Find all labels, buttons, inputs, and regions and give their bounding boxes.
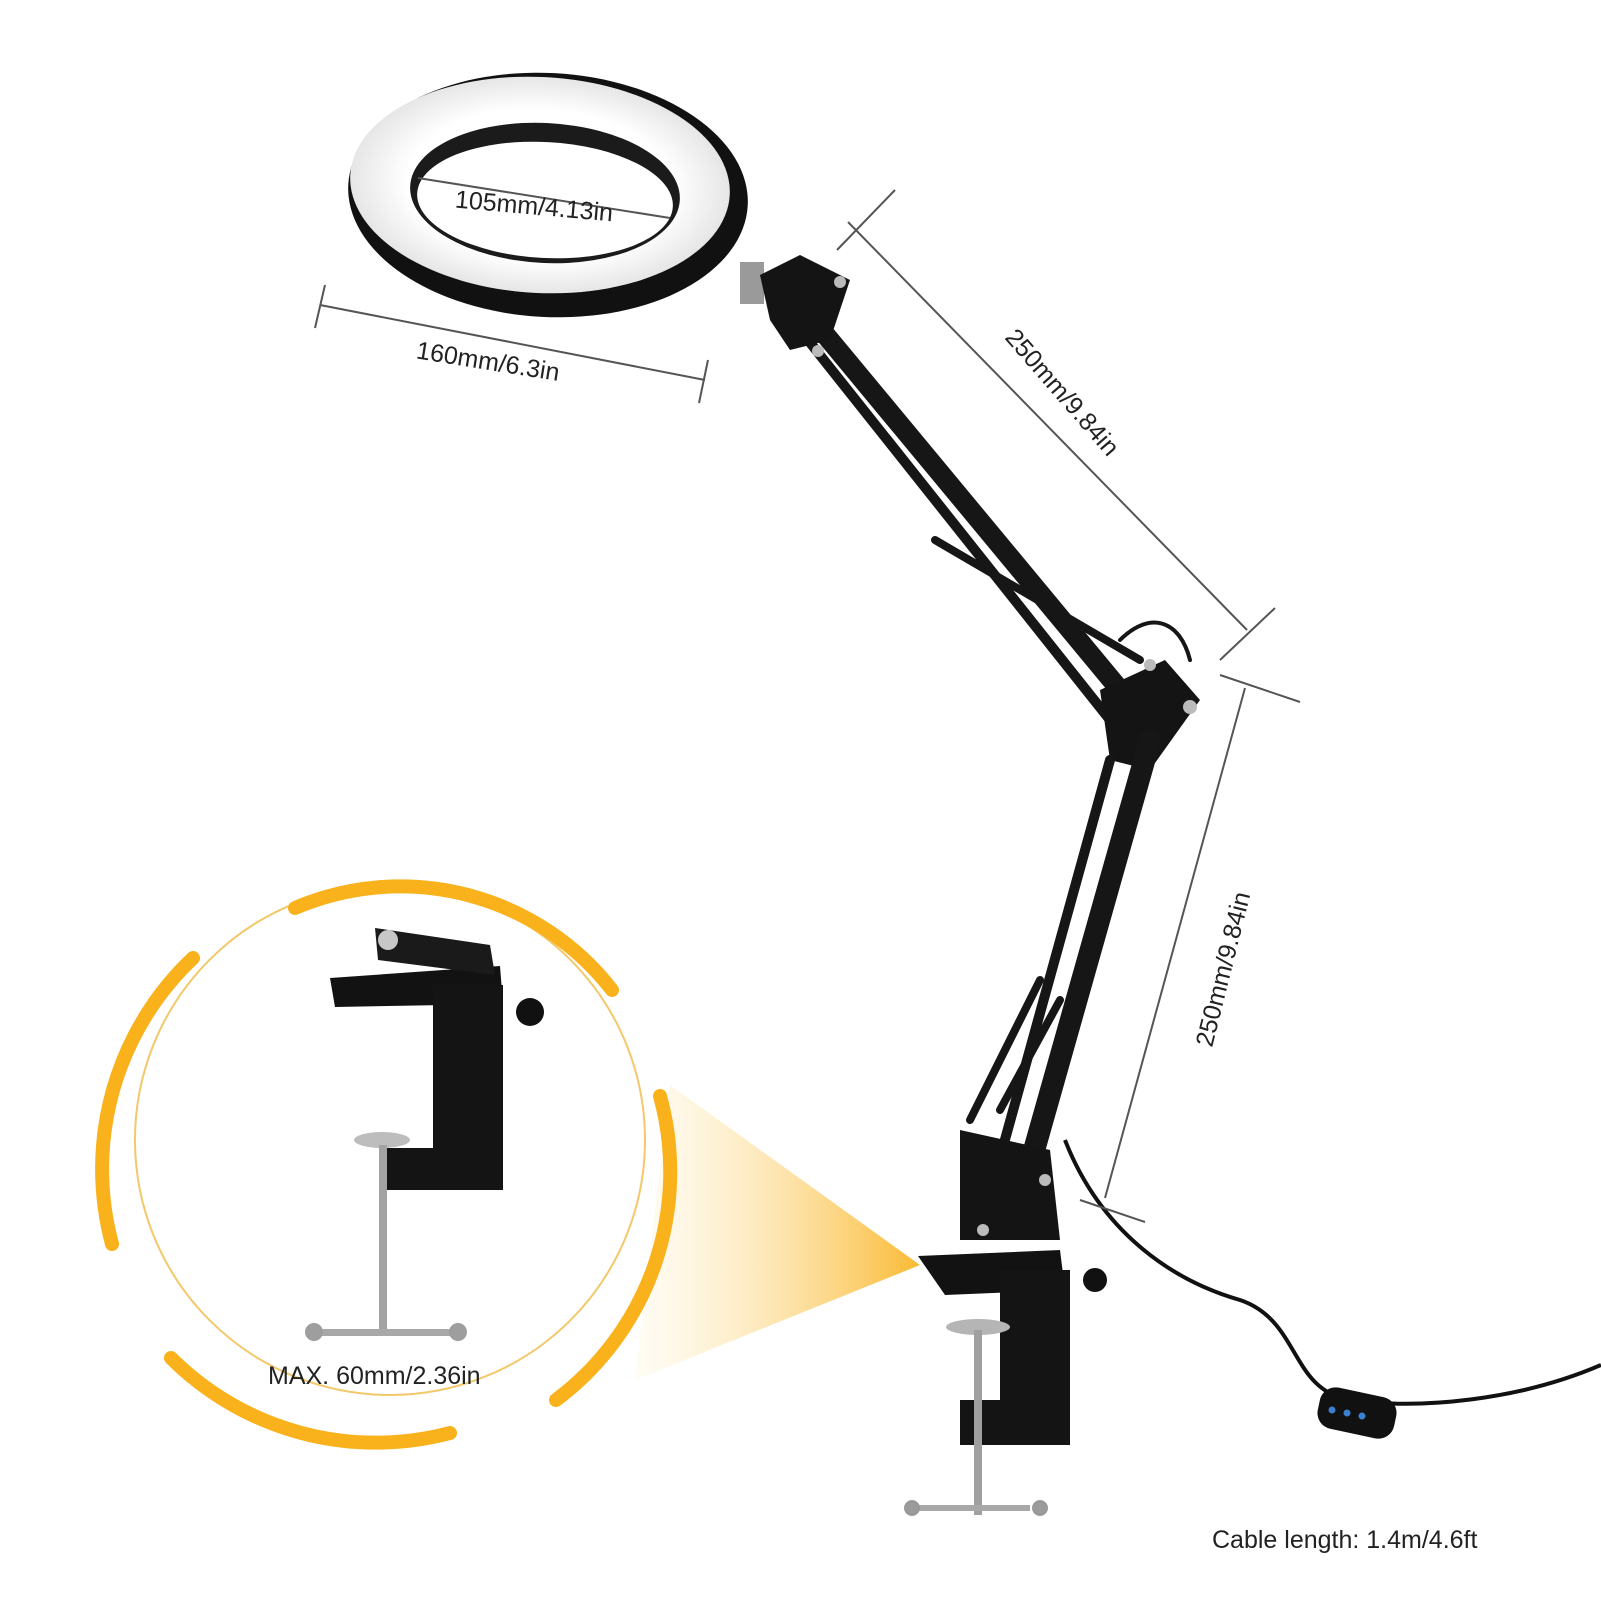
clamp-inset <box>95 879 678 1450</box>
clamp-max-opening-label: MAX. 60mm/2.36in <box>268 1362 481 1390</box>
ring-diameter-label: 160mm/6.3in <box>414 337 561 387</box>
lower-arm <box>966 729 1161 1235</box>
zoom-cone <box>635 1085 920 1380</box>
lower-arm-label: 250mm/9.84in <box>1191 889 1256 1050</box>
upper-arm <box>770 270 1192 725</box>
head-joint <box>740 255 850 357</box>
dimension-lines <box>280 177 1301 1223</box>
power-cable <box>1063 1139 1601 1439</box>
desk-clamp <box>904 1250 1107 1516</box>
elbow-joint <box>1100 659 1200 770</box>
ring-lamp-head <box>348 72 748 318</box>
cable-length-label: Cable length: 1.4m/4.6ft <box>1212 1526 1478 1554</box>
base-joint <box>960 1130 1060 1240</box>
